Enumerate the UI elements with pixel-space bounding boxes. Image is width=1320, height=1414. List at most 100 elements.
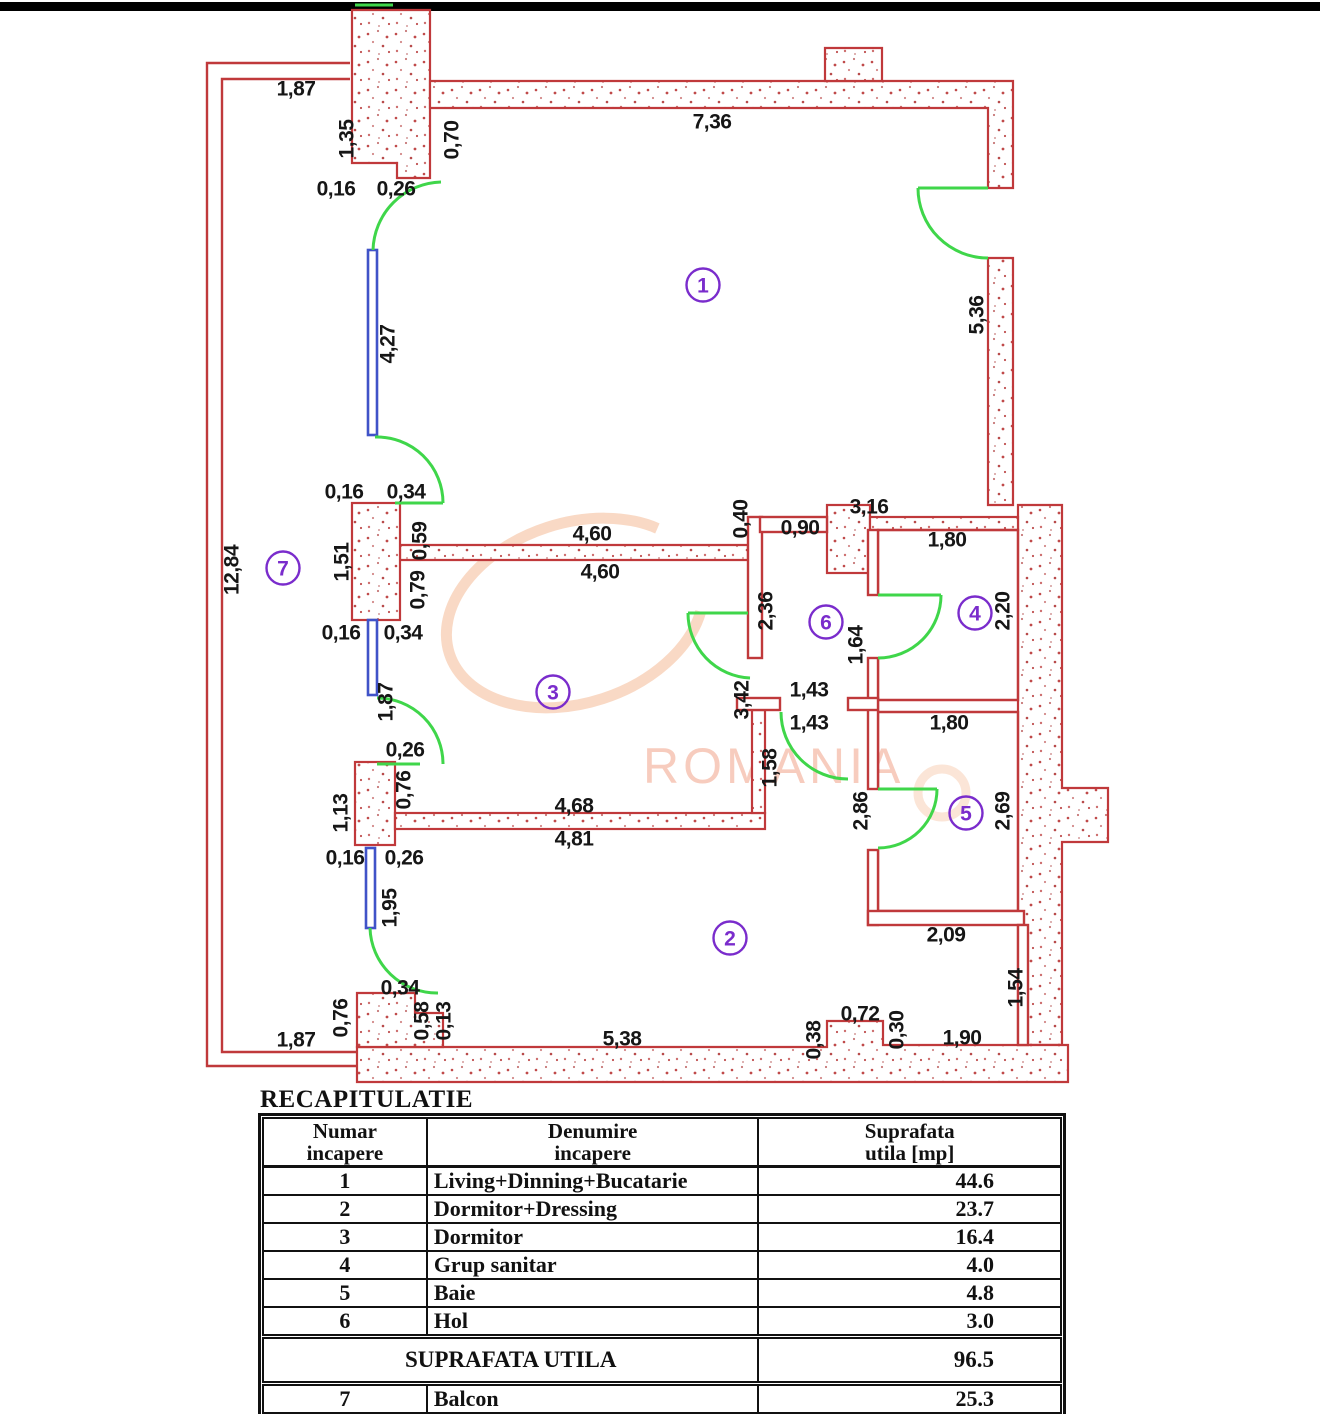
dimension-label: 1,90 xyxy=(943,1027,982,1050)
dimension-label: 2,86 xyxy=(850,792,873,831)
dimension-label: 0,34 xyxy=(381,977,421,1000)
dimension-label: 4,27 xyxy=(377,325,400,364)
window-icons xyxy=(364,248,379,930)
room-name: Balcon xyxy=(425,1382,760,1414)
floorplan-drawing: ROMANIA xyxy=(0,2,1320,1084)
table-row: 3 Dormitor 16.4 xyxy=(262,1222,1062,1252)
room-num: 5 xyxy=(262,1278,428,1308)
dimension-label: 0,38 xyxy=(803,1020,826,1060)
table-row: 2 Dormitor+Dressing 23.7 xyxy=(262,1194,1062,1224)
dimension-label: 3,42 xyxy=(731,681,754,720)
watermark-text: ROMANIA xyxy=(643,738,904,794)
room-number-layer: 1 2 3 4 5 6 7 xyxy=(265,267,993,956)
door-icon xyxy=(374,435,445,505)
dimension-label: 0,30 xyxy=(886,1011,909,1050)
door-icon xyxy=(779,711,849,781)
room-number-badge: 4 xyxy=(957,595,993,631)
scan-strip xyxy=(0,2,1320,11)
dimension-label: 1,51 xyxy=(331,542,354,582)
room-name: Grup sanitar xyxy=(425,1250,760,1280)
room-name: Dormitor xyxy=(425,1222,760,1252)
door-icon xyxy=(877,787,939,850)
dimension-label: 1,87 xyxy=(375,683,398,722)
window-icon xyxy=(366,248,379,437)
recap-title: RECAPITULATIE xyxy=(260,1086,474,1113)
svg-text:4: 4 xyxy=(969,603,981,626)
dimension-label: 2,20 xyxy=(992,592,1015,631)
dimension-label: 0,26 xyxy=(386,739,425,762)
dimension-label: 2,36 xyxy=(755,592,778,631)
room-num: 3 xyxy=(262,1222,428,1252)
room-number-badge: 7 xyxy=(265,550,301,586)
dimension-label: 4,81 xyxy=(555,828,595,851)
dimension-label: 0,76 xyxy=(393,771,416,810)
dimension-label: 3,16 xyxy=(850,496,889,519)
walls-thin xyxy=(205,61,1030,1068)
table-row: 6 Hol 3.0 xyxy=(262,1306,1062,1338)
door-icon xyxy=(916,186,989,260)
room-area: 4.0 xyxy=(757,1250,1062,1280)
svg-text:2: 2 xyxy=(724,928,736,951)
dimension-label: 0,16 xyxy=(326,847,365,870)
room-area: 25.3 xyxy=(757,1382,1062,1414)
dimension-label: 4,68 xyxy=(555,795,595,818)
dimension-label: 5,36 xyxy=(966,296,989,335)
dimension-label: 0,72 xyxy=(841,1003,880,1026)
svg-text:1: 1 xyxy=(697,275,709,298)
svg-text:5: 5 xyxy=(960,803,972,826)
room-area: 16.4 xyxy=(757,1222,1062,1252)
dimension-label: 0,70 xyxy=(441,121,464,160)
dimension-label: 0,16 xyxy=(322,622,361,645)
room-area: 44.6 xyxy=(757,1165,1062,1196)
door-icon xyxy=(686,611,751,680)
room-num: 2 xyxy=(262,1194,428,1224)
svg-text:7: 7 xyxy=(277,558,289,581)
room-num: 1 xyxy=(262,1165,428,1196)
watermark-logo: ROMANIA xyxy=(440,512,971,822)
walls-thick xyxy=(350,8,1110,1084)
room-name: Living+Dinning+Bucatarie xyxy=(425,1165,760,1196)
dimension-label: 0,90 xyxy=(781,517,820,540)
dimension-label: 2,69 xyxy=(992,792,1015,831)
table-row: 4 Grup sanitar 4.0 xyxy=(262,1250,1062,1280)
dimension-label: 0,26 xyxy=(385,847,424,870)
window-icon xyxy=(364,846,377,930)
table-row: 1 Living+Dinning+Bucatarie 44.6 xyxy=(262,1165,1062,1196)
dimension-label: 0,34 xyxy=(384,622,424,645)
suprafata-utila-label: SUPRAFATA UTILA xyxy=(261,1334,760,1386)
svg-text:6: 6 xyxy=(820,612,832,635)
door-icon xyxy=(368,927,439,995)
dimension-label: 1,43 xyxy=(790,679,829,702)
room-num: 7 xyxy=(262,1382,428,1414)
dimension-label: 1,54 xyxy=(1005,968,1028,1008)
svg-text:3: 3 xyxy=(547,682,559,705)
door-icon xyxy=(877,593,943,660)
dimension-label: 1,87 xyxy=(277,1029,316,1052)
dimension-label: 2,09 xyxy=(927,924,966,947)
dimension-label: 1,80 xyxy=(930,712,969,735)
dimension-label: 1,87 xyxy=(277,78,316,101)
dimension-label: 0,59 xyxy=(409,522,432,561)
dimension-label: 4,60 xyxy=(573,523,612,546)
door-icon xyxy=(376,696,445,766)
dimension-label: 1,64 xyxy=(845,625,868,665)
door-icon xyxy=(371,180,442,251)
dimension-label: 1,58 xyxy=(759,748,782,788)
room-number-badge: 6 xyxy=(808,604,844,640)
dimension-label: 1,95 xyxy=(379,888,402,928)
suprafata-utila-value: 96.5 xyxy=(757,1334,1062,1386)
room-num: 6 xyxy=(262,1306,428,1338)
window-icon xyxy=(366,618,379,697)
dimension-label: 0,26 xyxy=(377,178,416,201)
dimension-label: 0,13 xyxy=(433,1002,456,1041)
room-number-badge: 5 xyxy=(948,795,984,831)
room-name: Dormitor+Dressing xyxy=(425,1194,760,1224)
suprafata-utila-row: SUPRAFATA UTILA 96.5 xyxy=(261,1334,1062,1386)
dimension-label: 0,79 xyxy=(407,571,430,610)
dimension-label: 4,60 xyxy=(581,561,620,584)
